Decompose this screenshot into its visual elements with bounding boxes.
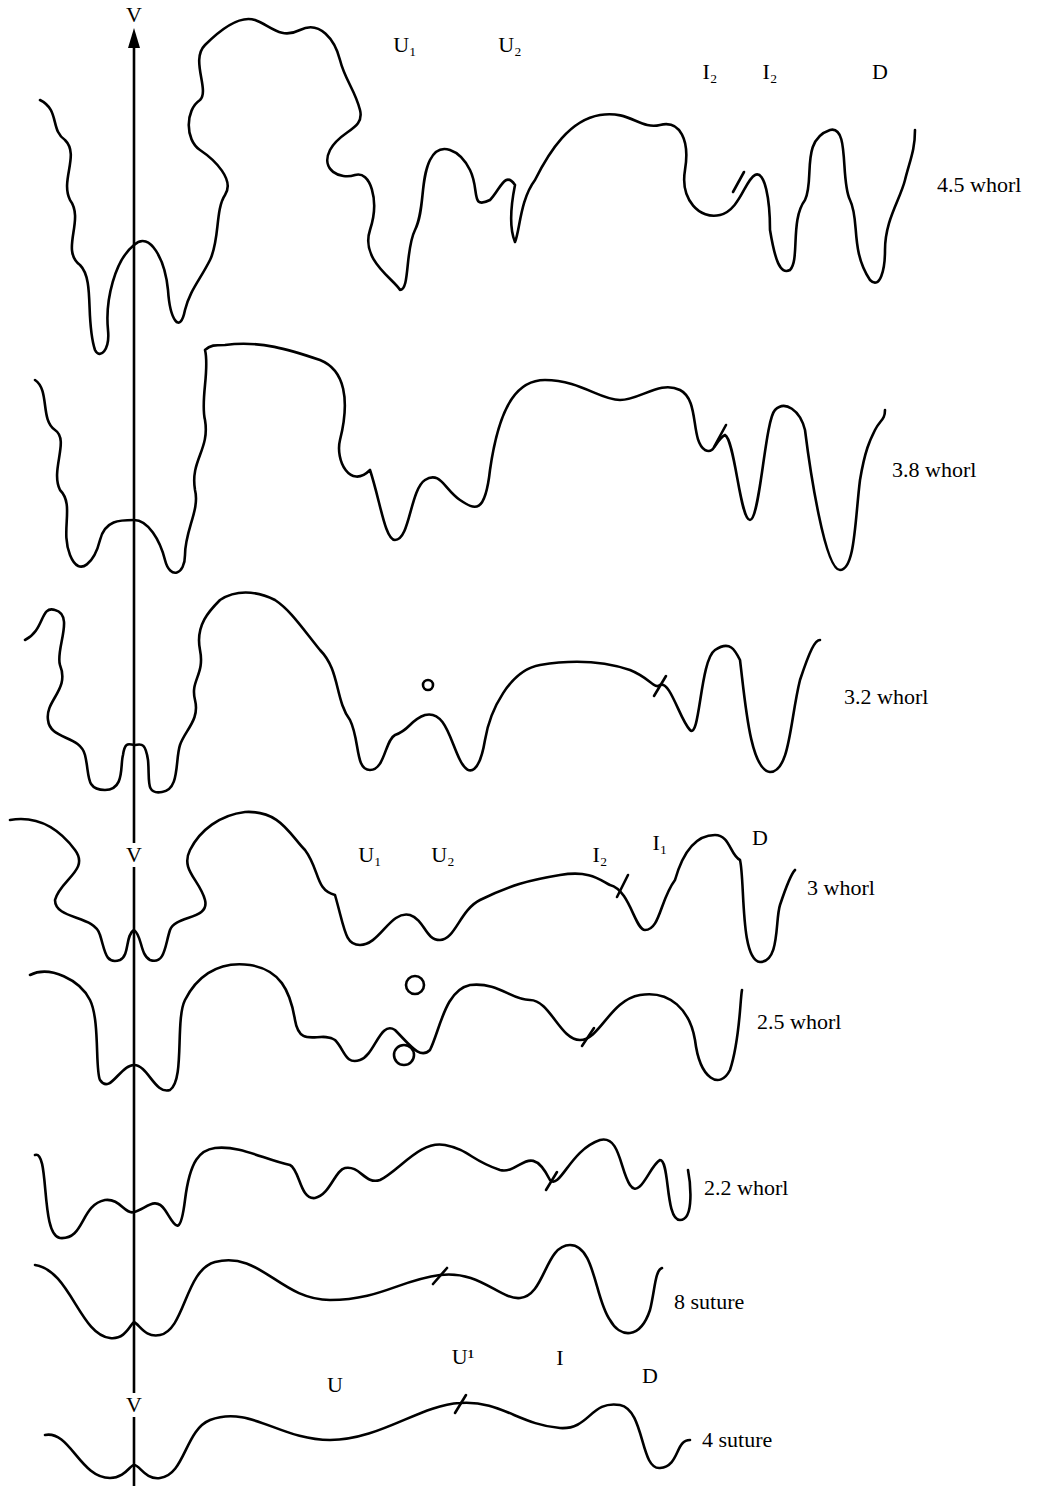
- stage-label: 4.5 whorl: [935, 173, 1023, 197]
- lobe-label: I₂: [591, 843, 610, 867]
- lobe-label: D: [870, 60, 890, 84]
- stage-label: 3 whorl: [805, 876, 877, 900]
- stage-label: 4 suture: [700, 1428, 774, 1452]
- lobe-label: U¹: [450, 1345, 476, 1369]
- tick: [654, 676, 666, 696]
- lobe-label: D: [750, 826, 770, 850]
- lobe-label: I₂: [701, 60, 720, 84]
- siphuncle: [394, 1045, 414, 1065]
- stage-label: 3.8 whorl: [890, 458, 978, 482]
- lobe-label: V: [124, 3, 144, 27]
- lobe-label: U: [325, 1373, 345, 1397]
- lobe-label: U₁: [356, 843, 384, 867]
- lobe-label: U₂: [429, 843, 457, 867]
- stage-label: 8 suture: [672, 1290, 746, 1314]
- lobe-label: D: [640, 1364, 660, 1388]
- lobe-label: U₂: [496, 33, 524, 57]
- tick: [714, 425, 726, 447]
- tick: [546, 1172, 557, 1190]
- stage-label: 2.5 whorl: [755, 1010, 843, 1034]
- tick: [733, 172, 744, 192]
- lobe-label: U₁: [391, 33, 419, 57]
- suture-line: [30, 964, 742, 1090]
- tick: [455, 1395, 466, 1413]
- arrow-head: [128, 28, 140, 48]
- suture-line: [25, 593, 820, 793]
- lobe-label: V: [124, 843, 144, 867]
- suture-line: [35, 1245, 662, 1338]
- lobe-label: V: [124, 1393, 144, 1417]
- tick: [433, 1268, 447, 1284]
- tick: [617, 875, 628, 897]
- tick: [582, 1028, 594, 1046]
- suture-line: [40, 19, 915, 354]
- lobe-label: I₂: [761, 60, 780, 84]
- lobe-label: I: [554, 1346, 565, 1370]
- stage-label: 2.2 whorl: [702, 1176, 790, 1200]
- siphuncle: [406, 976, 424, 994]
- lobe-label: I₁: [651, 831, 670, 855]
- siphuncle: [423, 680, 433, 690]
- suture-line: [35, 344, 885, 573]
- suture-line: [35, 1140, 690, 1239]
- suture-line: [10, 812, 795, 962]
- stage-label: 3.2 whorl: [842, 685, 930, 709]
- ventral-axis: [133, 40, 136, 1486]
